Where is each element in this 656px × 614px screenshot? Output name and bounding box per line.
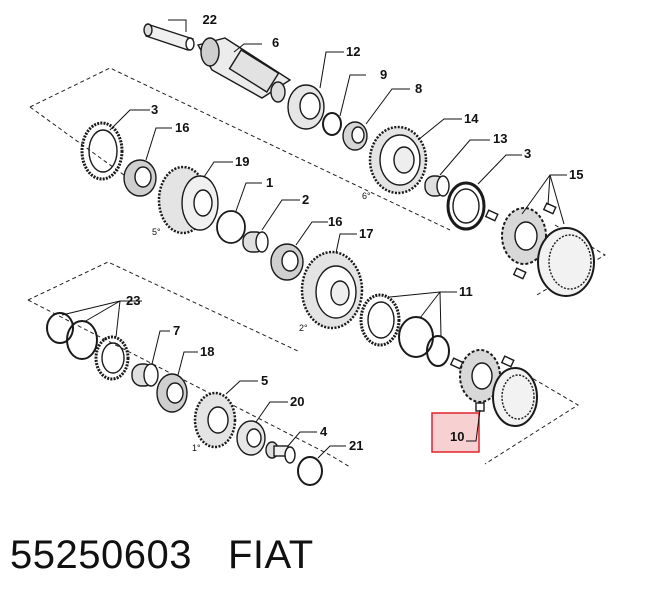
label-3-left: 3 xyxy=(151,102,158,117)
label-21: 21 xyxy=(349,438,363,453)
highlight-box-10 xyxy=(431,412,480,453)
part-14-gear xyxy=(368,125,428,195)
label-9: 9 xyxy=(380,67,387,82)
part-number: 55250603 xyxy=(10,533,192,577)
label-6: 6 xyxy=(272,35,279,50)
label-7: 7 xyxy=(173,323,180,338)
part-18-needle-bearing xyxy=(156,373,188,413)
label-20: 20 xyxy=(290,394,304,409)
part-10-synchro-hub xyxy=(459,349,538,427)
label-10: 10 xyxy=(450,429,464,444)
part-20-bearing xyxy=(236,420,266,456)
part-3-synchro-ring-left xyxy=(80,121,124,181)
part-15-synchro-hub xyxy=(501,207,595,297)
part-caption: 55250603 FIAT xyxy=(10,533,314,578)
part-16-needle-bearing-upper xyxy=(123,159,157,197)
part-3-synchro-ring-right xyxy=(446,181,486,231)
gear-mark-6: 6° xyxy=(362,191,371,201)
part-22-pin xyxy=(143,23,195,51)
part-13-bushing xyxy=(424,175,450,197)
label-15: 15 xyxy=(569,167,583,182)
label-13: 13 xyxy=(493,131,507,146)
part-11-synchro-rings xyxy=(359,293,450,367)
part-17-gear xyxy=(300,250,364,330)
part-12-bearing xyxy=(287,84,325,130)
gear-mark-1: 1° xyxy=(192,443,201,453)
label-11: 11 xyxy=(459,284,473,299)
label-18: 18 xyxy=(200,344,214,359)
label-23: 23 xyxy=(126,293,140,308)
part-21-ring xyxy=(297,456,323,486)
part-7-bushing xyxy=(131,363,159,387)
part-2-bushing xyxy=(242,231,269,253)
label-5: 5 xyxy=(261,373,268,388)
label-17: 17 xyxy=(359,226,373,241)
part-6-shaft xyxy=(196,37,292,103)
label-4: 4 xyxy=(320,424,328,439)
leader-lines xyxy=(61,19,567,459)
label-8: 8 xyxy=(415,81,422,96)
label-16-upper: 16 xyxy=(175,120,189,135)
brand-name: FIAT xyxy=(227,533,314,577)
callout-labels: 22 6 12 9 8 14 13 3 15 3 16 19 1 2 16 17… xyxy=(126,12,583,453)
part-9-ring xyxy=(322,112,342,136)
label-14: 14 xyxy=(464,111,479,126)
label-1: 1 xyxy=(266,175,273,190)
part-16-needle-bearing-middle xyxy=(270,243,304,281)
label-16-middle: 16 xyxy=(328,214,342,229)
label-2: 2 xyxy=(302,192,309,207)
part-10-key xyxy=(449,355,515,412)
part-15-key-blocks xyxy=(484,202,557,280)
part-4-bolt xyxy=(265,441,296,464)
label-22: 22 xyxy=(203,12,217,27)
part-19-gear xyxy=(157,165,219,235)
label-3-right: 3 xyxy=(524,146,531,161)
label-19: 19 xyxy=(235,154,249,169)
part-1-ring xyxy=(216,210,246,244)
gear-mark-2: 2° xyxy=(299,323,308,333)
label-12: 12 xyxy=(346,44,360,59)
part-23-rings xyxy=(46,312,130,381)
part-5-gear xyxy=(193,391,237,449)
gear-mark-5: 5° xyxy=(152,227,161,237)
part-8-needle-bearing xyxy=(342,121,368,151)
